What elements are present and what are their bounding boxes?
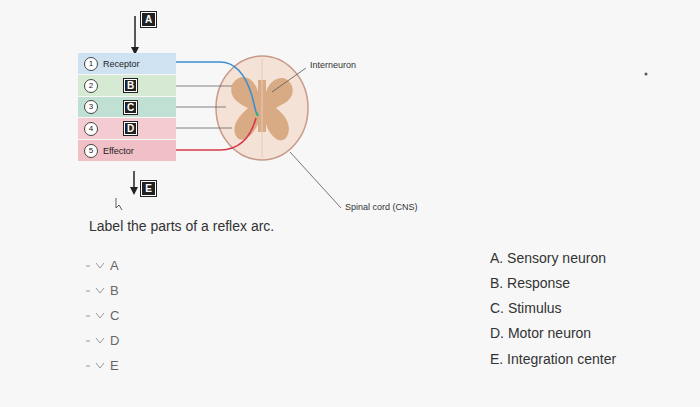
- median-fissure: [262, 58, 263, 158]
- dropdown-letter: E: [110, 358, 119, 373]
- spinal-cord: [216, 56, 308, 160]
- callout-number: 3: [84, 100, 98, 114]
- leader-line: [272, 68, 306, 92]
- cursor: [116, 198, 122, 210]
- flow-arrow: [134, 16, 136, 53]
- part-name: Receptor: [103, 59, 140, 69]
- part-label: Spinal cord (CNS): [344, 202, 419, 212]
- interneuron: [256, 112, 258, 116]
- callout-number: 1: [84, 57, 98, 71]
- sensory-neuron: [176, 62, 256, 112]
- band-row: 3C: [78, 97, 176, 117]
- letter-box: B: [124, 79, 137, 92]
- callout-number: 4: [84, 122, 98, 136]
- part-name: Effector: [103, 146, 134, 156]
- leader-line: [290, 152, 341, 208]
- callout-number: 5: [84, 144, 98, 158]
- answer-option: A. Sensory neuron: [490, 250, 606, 266]
- band-row: 2B: [78, 75, 176, 96]
- motor-neuron: [176, 118, 256, 150]
- question-text: Label the parts of a reflex arc.: [89, 218, 274, 234]
- letter-box: E: [141, 181, 156, 196]
- letter-box: C: [124, 101, 137, 114]
- answer-letter: B: [127, 80, 134, 91]
- callout-number: 2: [84, 79, 98, 93]
- answer-option: B. Response: [490, 275, 570, 291]
- leader-line: [176, 128, 232, 129]
- answer-option: D. Motor neuron: [490, 325, 591, 341]
- dropdown-letter: B: [110, 283, 119, 298]
- letter-box: D: [124, 122, 137, 135]
- answer-option: C. Stimulus: [490, 300, 562, 316]
- answer-letter: D: [127, 123, 134, 134]
- band-row: 1 Receptor: [78, 53, 176, 74]
- dropdown-letter: D: [110, 333, 119, 348]
- answer-letter: E: [145, 183, 152, 194]
- band-row: 5 Effector: [78, 140, 176, 161]
- answer-option: E. Integration center: [490, 351, 616, 367]
- dropdown-marker: [86, 263, 104, 368]
- dropdown-letter: A: [110, 258, 119, 273]
- answer-letter: C: [127, 102, 134, 113]
- leader-line: [176, 86, 232, 87]
- answer-letter: A: [145, 14, 152, 25]
- dropdown-letter: C: [110, 308, 119, 323]
- letter-box: A: [141, 12, 156, 27]
- band-row: 4D: [78, 118, 176, 139]
- dot: [645, 73, 648, 76]
- part-label: Interneuron: [309, 60, 357, 70]
- flow-arrow: [133, 171, 135, 193]
- leader-line: [176, 107, 226, 108]
